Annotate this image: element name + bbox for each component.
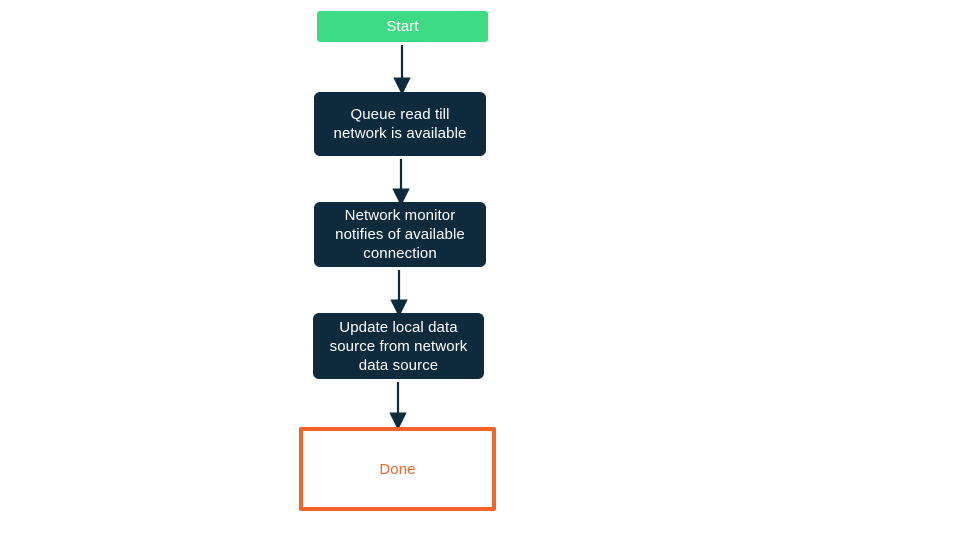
node-queue-read[interactable]: Queue read till network is available [314,92,486,156]
node-start[interactable]: Start [317,11,488,42]
node-done[interactable]: Done [299,427,496,511]
node-network-monitor[interactable]: Network monitor notifies of available co… [314,202,486,267]
node-update-local-data-source[interactable]: Update local data source from network da… [313,313,484,379]
